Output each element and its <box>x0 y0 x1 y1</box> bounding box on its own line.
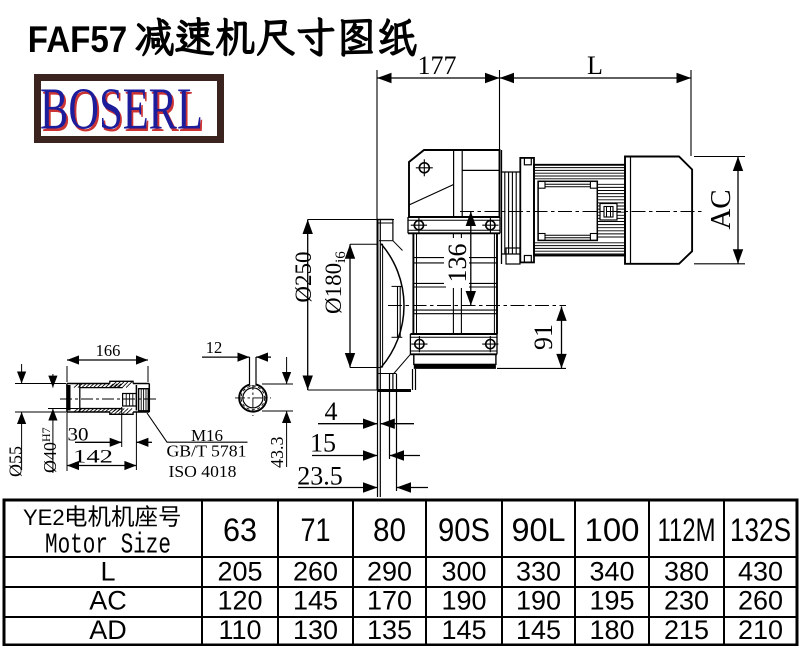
svg-text:112M: 112M <box>658 512 716 548</box>
svg-text:330: 330 <box>516 557 561 587</box>
svg-text:170: 170 <box>367 586 412 616</box>
svg-text:AC: AC <box>89 586 127 616</box>
svg-text:145: 145 <box>441 615 486 645</box>
svg-text:145: 145 <box>516 615 561 645</box>
svg-text:120: 120 <box>217 586 262 616</box>
svg-text:190: 190 <box>516 586 561 616</box>
svg-text:63: 63 <box>223 512 257 548</box>
svg-text:142: 142 <box>73 447 113 468</box>
svg-text:90L: 90L <box>512 512 566 548</box>
svg-text:Motor Size: Motor Size <box>45 528 171 561</box>
svg-text:ISO 4018: ISO 4018 <box>169 462 237 481</box>
svg-text:91: 91 <box>529 324 558 350</box>
svg-text:80: 80 <box>373 512 406 548</box>
svg-text:177: 177 <box>418 51 457 80</box>
svg-text:AC: AC <box>705 189 737 229</box>
svg-text:23.5: 23.5 <box>297 462 343 491</box>
svg-text:GB/T 5781: GB/T 5781 <box>167 442 247 461</box>
svg-text:205: 205 <box>217 557 262 587</box>
svg-text:215: 215 <box>664 615 709 645</box>
svg-text:130: 130 <box>293 615 338 645</box>
svg-text:M16: M16 <box>191 426 223 445</box>
svg-text:260: 260 <box>293 557 338 587</box>
svg-text:FAF57: FAF57 <box>28 19 127 60</box>
svg-text:AD: AD <box>89 615 127 645</box>
svg-text:430: 430 <box>738 557 783 587</box>
svg-text:132S: 132S <box>730 512 791 548</box>
svg-text:12: 12 <box>206 338 223 357</box>
svg-text:100: 100 <box>585 512 640 548</box>
svg-text:43.3: 43.3 <box>267 437 287 469</box>
svg-text:L: L <box>587 51 603 80</box>
svg-text:230: 230 <box>664 586 709 616</box>
svg-text:71: 71 <box>301 512 331 548</box>
svg-text:L: L <box>100 557 115 587</box>
svg-text:180: 180 <box>589 615 634 645</box>
svg-text:210: 210 <box>738 615 783 645</box>
svg-text:145: 145 <box>293 586 338 616</box>
svg-text:136: 136 <box>443 244 472 283</box>
svg-text:300: 300 <box>441 557 486 587</box>
svg-text:Ø250: Ø250 <box>291 251 316 302</box>
svg-text:Ø180i6: Ø180i6 <box>321 251 349 314</box>
svg-text:190: 190 <box>441 586 486 616</box>
svg-text:90S: 90S <box>438 512 490 548</box>
svg-text:Ø40H7: Ø40H7 <box>39 427 60 473</box>
svg-text:340: 340 <box>589 557 634 587</box>
svg-text:135: 135 <box>367 615 412 645</box>
svg-text:166: 166 <box>96 341 121 360</box>
svg-text:4: 4 <box>325 397 338 426</box>
svg-text:110: 110 <box>218 615 261 645</box>
svg-text:30: 30 <box>68 425 89 446</box>
svg-text:380: 380 <box>664 557 709 587</box>
svg-text:290: 290 <box>367 557 412 587</box>
svg-text:195: 195 <box>589 586 634 616</box>
svg-text:YE2: YE2 <box>23 505 65 530</box>
svg-text:260: 260 <box>738 586 783 616</box>
svg-text:15: 15 <box>310 429 336 458</box>
svg-text:Ø55: Ø55 <box>6 446 26 477</box>
